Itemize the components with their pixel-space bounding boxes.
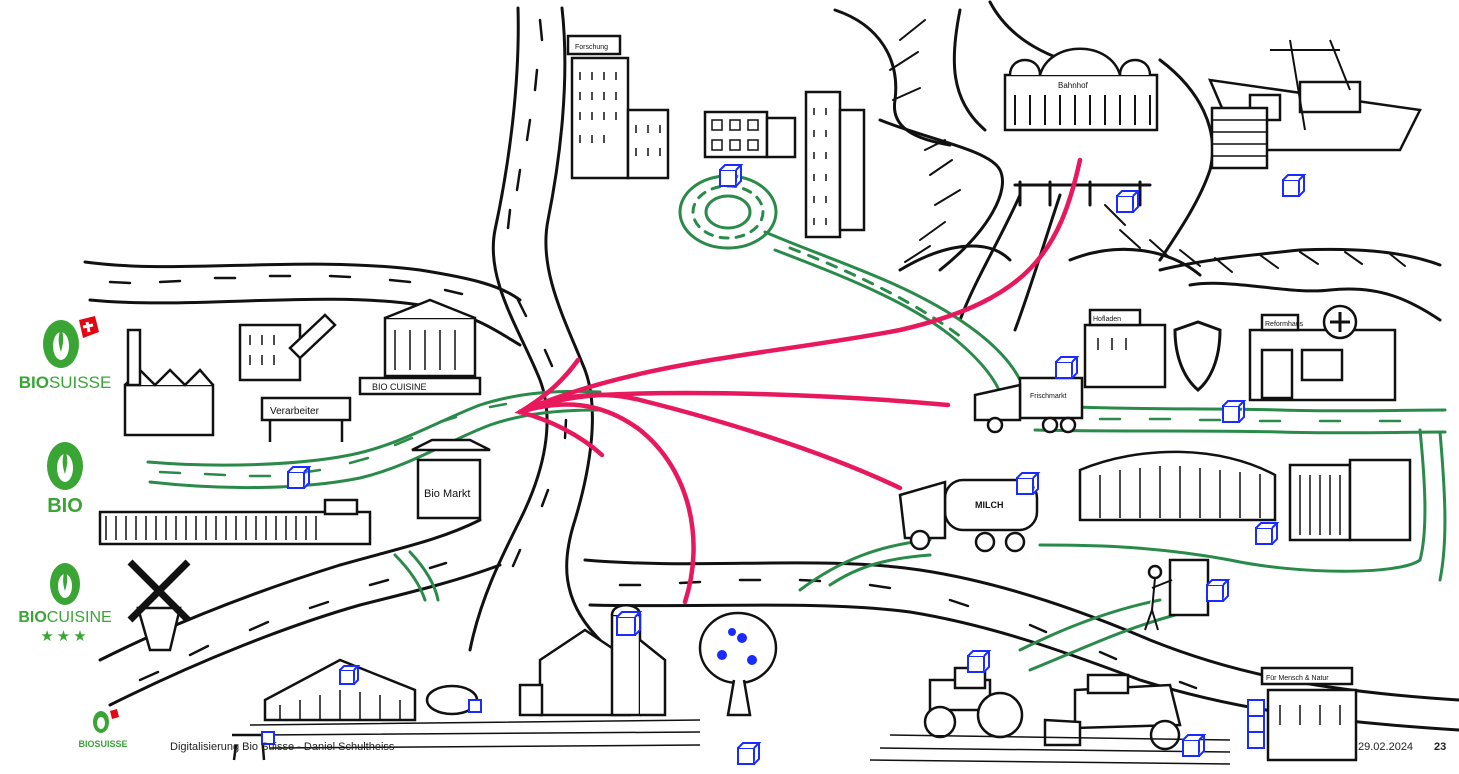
data-cube: [1222, 400, 1247, 423]
pharmacy-sign: Reformhaus: [1265, 321, 1304, 328]
footer-presenter: Digitalisierung Bio Suisse - Daniel Schu…: [170, 741, 395, 753]
train-station: [1003, 47, 1159, 132]
data-cube-stack: [1247, 699, 1265, 749]
station-sign: Bahnhof: [1058, 81, 1089, 90]
rating-stars: ★★★: [40, 628, 90, 645]
data-cube: [1016, 472, 1041, 495]
footer-date: 29.02.2024: [1358, 741, 1414, 753]
bud-icon: [43, 316, 99, 368]
biosuisse-logo: BIOSUISSE: [0, 312, 130, 393]
supermarket: [1078, 450, 1277, 522]
footer-page-number: 23: [1434, 741, 1447, 753]
data-cube: [616, 611, 643, 636]
open-stable: [263, 658, 417, 722]
farmhouse-silo: [518, 604, 667, 717]
bottom-right-sign: Für Mensch & Natur: [1266, 675, 1329, 682]
restaurant-sign: BIO CUISINE: [372, 382, 427, 392]
data-cube: [1206, 579, 1231, 602]
data-cube: [1055, 356, 1080, 379]
arrow-from-farm: [517, 402, 696, 605]
data-cube: [287, 466, 312, 489]
flow-arrows: [514, 157, 1083, 605]
farm-shop-sign: Hofladen: [1093, 316, 1121, 323]
delivery-truck: [973, 376, 1084, 434]
footer-logo: BIOSUISSE: [70, 708, 136, 749]
roads: [83, 6, 1459, 732]
tanker-sign: MILCH: [975, 500, 1004, 510]
data-cube: [967, 650, 992, 673]
data-cube: [261, 731, 275, 745]
highrise-sign: Forschung: [575, 44, 608, 51]
processor-sign-text: Verarbeiter: [270, 406, 320, 417]
arrow-from-station: [517, 157, 1083, 415]
long-stable: [98, 498, 372, 546]
data-cube: [719, 164, 744, 187]
arrowhead: [514, 357, 605, 458]
fruit-tree: [698, 611, 778, 717]
tractor: [923, 666, 1024, 739]
data-cube: [1255, 522, 1280, 545]
biosuisse-wordmark: BIOSUISSE: [18, 373, 112, 392]
bud-icon: [93, 709, 119, 733]
pharmacy: [1248, 304, 1397, 402]
office-building: [703, 110, 797, 159]
data-cube: [1116, 190, 1141, 213]
bud-icon: [47, 442, 83, 490]
hills: [833, 0, 1442, 322]
arrow-from-tanker: [517, 392, 903, 491]
butcher-building: [238, 313, 337, 382]
bud-icon: [50, 563, 80, 605]
bio-wordmark: BIO: [47, 495, 83, 517]
data-cube: [468, 699, 482, 713]
milk-tanker: [898, 478, 1039, 553]
tower-building: [804, 90, 866, 239]
shield-emblem: [1173, 320, 1222, 392]
vending-person: [1144, 558, 1210, 631]
market-stall-sign: Bio Markt: [424, 488, 470, 500]
biocuisine-wordmark: BIOCUISINE: [18, 609, 112, 626]
vehicles: Frischmarkt MILCH: [898, 376, 1084, 553]
bottom-right-shop: [1260, 666, 1358, 762]
data-cube: [1282, 174, 1307, 197]
restaurant-building: [358, 298, 482, 396]
cargo-ship: [1207, 39, 1422, 170]
data-cube: [1182, 734, 1207, 757]
farm-shop: [1083, 308, 1167, 389]
fields: [249, 719, 1231, 765]
footer-logo-text: BIOSUISSE: [78, 739, 128, 749]
factory: [123, 328, 215, 437]
highrise-l-shaped: [566, 34, 670, 180]
warehouse: [1288, 458, 1412, 542]
data-cube: [737, 742, 762, 765]
bio-logo: BIO: [0, 436, 130, 518]
market-stall: [411, 438, 491, 520]
biocuisine-logo: BIOCUISINE ★★★: [0, 558, 130, 645]
data-cubes: [261, 164, 1307, 765]
truck-sign: Frischmarkt: [1030, 393, 1067, 400]
combine-harvester: [1043, 673, 1182, 751]
processor-sign: [260, 396, 352, 442]
windmill: [127, 559, 191, 652]
buildings: Forschung Bahnhof: [98, 34, 1422, 762]
data-cube: [339, 665, 361, 685]
